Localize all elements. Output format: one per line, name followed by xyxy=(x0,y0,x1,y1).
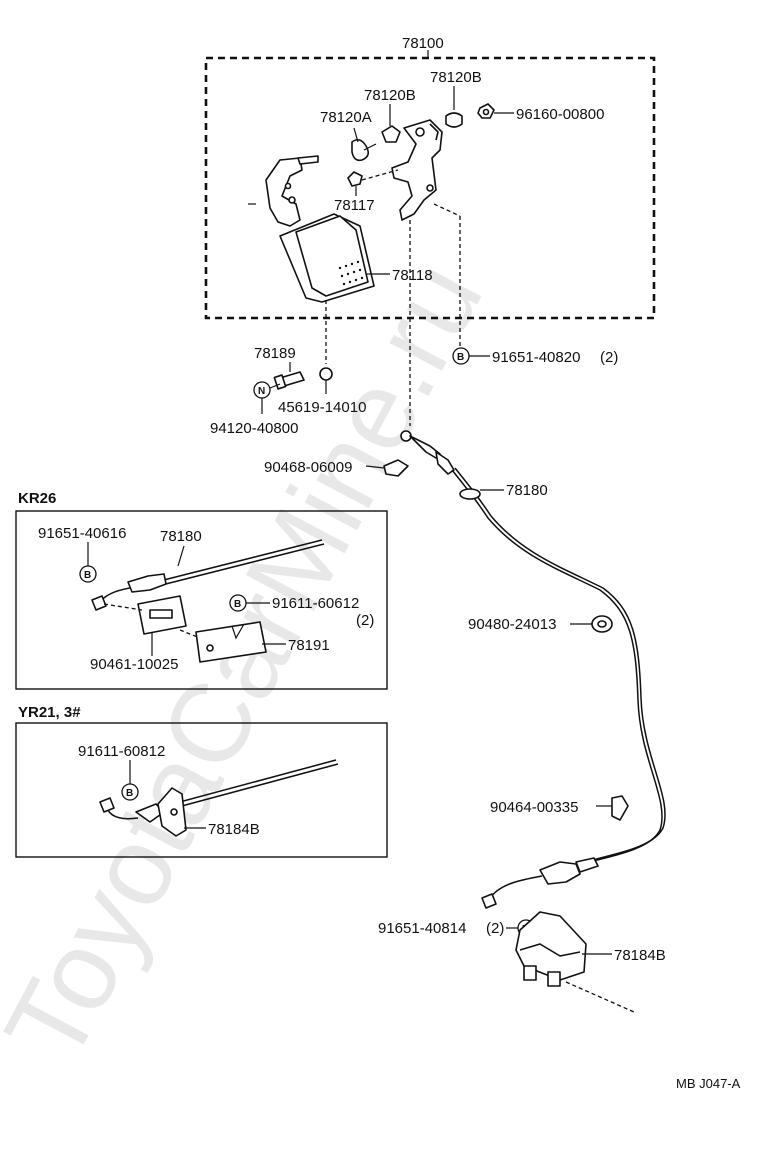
kr-bolt-badge-60612: B xyxy=(229,594,247,612)
label-78120b-top[interactable]: 78120B xyxy=(430,69,482,86)
stopper-cap xyxy=(319,367,333,381)
watermark: ToyotaCarMine.ru xyxy=(0,242,506,1081)
kr-cable-end xyxy=(91,573,167,611)
svg-text:B: B xyxy=(126,788,133,799)
section-title-yr21: YR21, 3# xyxy=(18,704,81,721)
label-90480-24013[interactable]: 90480-24013 xyxy=(468,616,556,633)
label-78189[interactable]: 78189 xyxy=(254,345,296,362)
stopper-group: 78189 45619-14010 N 94120-40800 B 91651-… xyxy=(210,345,618,437)
kr-bolt-badge-40616: B xyxy=(79,565,97,583)
label-91651-40820-qty[interactable]: (2) xyxy=(600,349,618,366)
clip-90468 xyxy=(383,459,409,477)
grommet-90480 xyxy=(591,615,613,633)
pedal-pad xyxy=(279,213,375,303)
section-title-kr26: KR26 xyxy=(18,490,56,507)
label-78100[interactable]: 78100 xyxy=(402,35,444,52)
label-91651-40814[interactable]: 91651-40814 xyxy=(378,920,466,937)
label-78184b-main[interactable]: 78184B xyxy=(614,947,666,964)
svg-text:B: B xyxy=(84,570,91,581)
bracket-78184b xyxy=(515,911,587,987)
pedal-arm xyxy=(265,155,319,227)
label-kr-78191[interactable]: 78191 xyxy=(288,637,330,654)
label-94120-40800[interactable]: 94120-40800 xyxy=(210,420,298,437)
section-box-yr21 xyxy=(15,722,388,858)
svg-text:N: N xyxy=(258,386,265,397)
svg-text:B: B xyxy=(457,352,464,363)
cable-throttle-end xyxy=(481,857,599,909)
nut-marker-badge: N xyxy=(253,381,271,399)
yr-bolt-badge-60812: B xyxy=(121,783,139,801)
label-78180-main[interactable]: 78180 xyxy=(506,482,548,499)
svg-text:B: B xyxy=(234,599,241,610)
clip-78117 xyxy=(347,171,363,187)
nut-96160 xyxy=(477,103,495,119)
bushing-78120b-mid xyxy=(381,125,401,143)
bushing-78120b-top xyxy=(445,112,463,128)
kr-bracket-90461 xyxy=(137,595,187,635)
stopper-bolt xyxy=(273,371,305,390)
clip-90464 xyxy=(611,795,629,821)
spring-78120a xyxy=(351,138,377,162)
label-kr-78180[interactable]: 78180 xyxy=(160,528,202,545)
label-91651-40820[interactable]: 91651-40820 xyxy=(492,349,580,366)
label-90464-00335[interactable]: 90464-00335 xyxy=(490,799,578,816)
section-yr21: 78184B B 91611-60812 xyxy=(15,722,388,858)
assembly-dashed-frame xyxy=(204,56,656,320)
label-78120b-mid[interactable]: 78120B xyxy=(364,87,416,104)
diagram-code: MB J047-A xyxy=(676,1076,741,1091)
label-45619-14010[interactable]: 45619-14010 xyxy=(278,399,366,416)
pedal-bracket xyxy=(391,119,443,221)
label-kr-90461-10025[interactable]: 90461-10025 xyxy=(90,656,178,673)
cable-grommet xyxy=(459,488,481,500)
section-kr26: 78180 B 91651-40616 90461-10025 78191 B … xyxy=(15,510,388,690)
label-91651-40814-qty[interactable]: (2) xyxy=(486,920,504,937)
bolt-marker-badge-40820: B xyxy=(452,347,470,365)
label-96160-00800[interactable]: 96160-00800 xyxy=(516,106,604,123)
label-78118[interactable]: 78118 xyxy=(392,267,433,284)
main-cable xyxy=(451,469,663,863)
label-90468-06009[interactable]: 90468-06009 xyxy=(264,459,352,476)
label-kr-91611-60612-qty[interactable]: (2) xyxy=(356,612,374,629)
label-yr-91611-60812[interactable]: 91611-60812 xyxy=(78,743,165,760)
label-78120a[interactable]: 78120A xyxy=(320,109,372,126)
label-78117[interactable]: 78117 xyxy=(334,197,375,214)
section-box-kr26 xyxy=(15,510,388,690)
main-cable-group: 78180 90468-06009 90480-24013 90464-0033… xyxy=(264,430,666,1013)
label-kr-91651-40616[interactable]: 91651-40616 xyxy=(38,525,126,542)
label-kr-91611-60612[interactable]: 91611-60612 xyxy=(272,595,359,612)
cable-pedal-end xyxy=(400,430,455,475)
kr-plate-78191 xyxy=(195,621,267,663)
yr-bracket-78184b xyxy=(157,787,187,837)
label-yr-78184b[interactable]: 78184B xyxy=(208,821,260,838)
pedal-assembly-group: 78100 78118 xyxy=(204,35,656,426)
